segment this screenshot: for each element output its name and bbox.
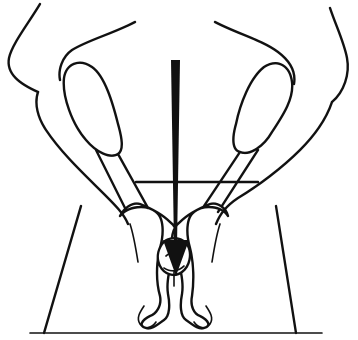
left-arm	[9, 4, 148, 224]
right-arm	[204, 8, 348, 224]
direction-arrow	[163, 60, 189, 276]
